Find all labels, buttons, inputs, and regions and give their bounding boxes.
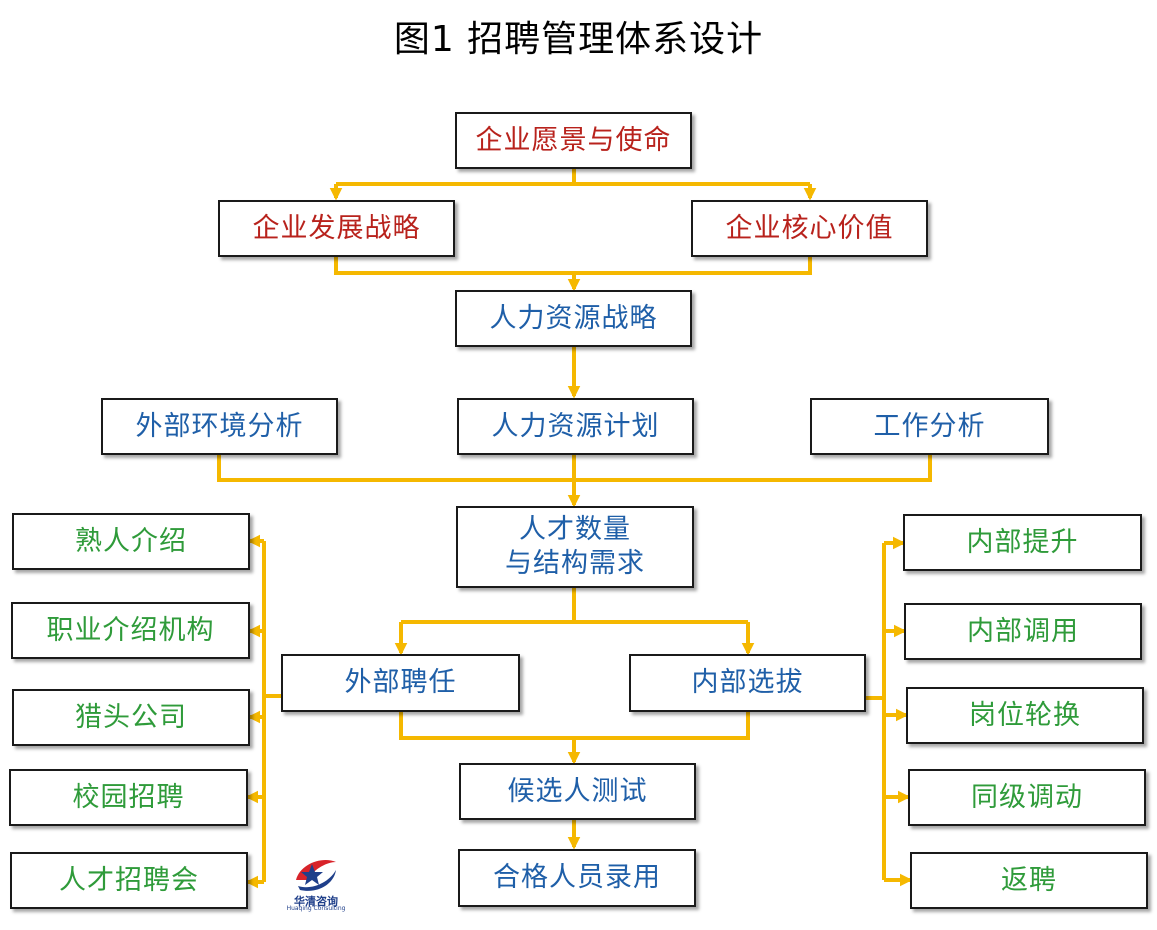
connector-internal-bracket bbox=[866, 543, 886, 880]
node-vision: 企业愿景与使命 bbox=[455, 112, 692, 169]
external-channel-item: 校园招聘 bbox=[9, 769, 248, 826]
node-internal-select: 内部选拔 bbox=[629, 654, 866, 712]
internal-channel-item: 内部提升 bbox=[903, 514, 1142, 571]
node-external-hire: 外部聘任 bbox=[281, 654, 520, 712]
node-hr-strategy: 人力资源战略 bbox=[455, 290, 692, 347]
connector-merge-demand bbox=[217, 455, 932, 482]
internal-channel-item: 同级调动 bbox=[908, 769, 1146, 826]
figure-title: 图1 招聘管理体系设计 bbox=[393, 19, 764, 60]
node-core-values: 企业核心价值 bbox=[691, 200, 928, 257]
node-env-analysis: 外部环境分析 bbox=[101, 398, 338, 455]
talent-demand-line1: 人才数量 bbox=[519, 514, 631, 545]
external-channel-item: 熟人介绍 bbox=[12, 513, 250, 570]
node-hr-plan: 人力资源计划 bbox=[457, 398, 694, 455]
connector-external-bracket bbox=[262, 541, 281, 882]
logo-name: 华清咨询 bbox=[294, 895, 338, 908]
star-swoosh-logo-icon bbox=[296, 860, 336, 891]
node-strategy: 企业发展战略 bbox=[218, 200, 455, 257]
connector-demand-split bbox=[401, 588, 748, 624]
connector-vision-split bbox=[336, 167, 810, 186]
talent-demand-line2: 与结构需求 bbox=[505, 548, 645, 579]
node-talent-demand: 人才数量 与结构需求 bbox=[456, 506, 694, 588]
external-channel-item: 猎头公司 bbox=[12, 689, 250, 746]
connector-merge-test bbox=[399, 712, 750, 740]
node-job-analysis: 工作分析 bbox=[810, 398, 1049, 455]
internal-channel-item: 内部调用 bbox=[904, 603, 1142, 660]
connector-merge-hr-strategy bbox=[334, 257, 812, 275]
external-channel-item: 职业介绍机构 bbox=[11, 602, 250, 659]
internal-channel-item: 岗位轮换 bbox=[906, 687, 1144, 744]
logo-subtitle: Huaqing Consulting bbox=[286, 905, 346, 912]
node-candidate-test: 候选人测试 bbox=[459, 763, 696, 820]
internal-channel-item: 返聘 bbox=[910, 852, 1148, 909]
node-qualified-hire: 合格人员录用 bbox=[458, 849, 696, 907]
external-channel-item: 人才招聘会 bbox=[10, 852, 248, 909]
